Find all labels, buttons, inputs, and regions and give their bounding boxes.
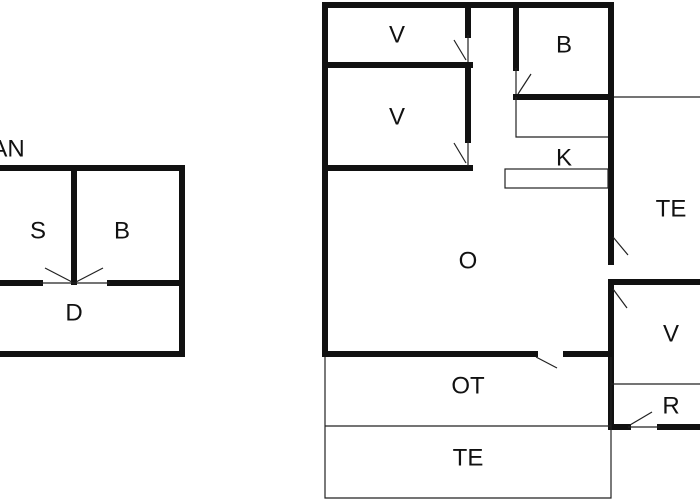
room-label-utility: R: [662, 392, 679, 419]
utility-door-swing: [629, 411, 653, 426]
annex-outer-wall: [0, 165, 185, 357]
main-building: V B V K TE O V OT R TE: [322, 2, 700, 499]
terrace-right-door-swing: [612, 236, 629, 256]
room-label-annex-b: B: [114, 217, 130, 244]
room-label-terrace-bottom: TE: [453, 444, 484, 471]
annex-building: AN S B D: [0, 135, 185, 357]
bathroom-door-swing: [517, 73, 532, 95]
room-label-living: O: [459, 247, 478, 274]
kitchen-counter-lower: [504, 168, 609, 189]
bedroom-right-door-swing: [612, 288, 628, 309]
kitchen-counter-upper: [515, 97, 608, 138]
room-label-annex-d: D: [65, 299, 82, 326]
room-label-bedroom-right: V: [663, 320, 679, 347]
room-label-bathroom: B: [556, 31, 572, 58]
bedroom-middle-door-swing: [453, 142, 467, 164]
terrace-bottom-outline: [324, 357, 612, 499]
bedroom-top-door-swing: [453, 39, 467, 61]
room-label-kitchen: K: [556, 144, 572, 171]
room-label-terrace-right: TE: [656, 195, 687, 222]
annex-side-label: AN: [0, 135, 25, 162]
room-label-bedroom-middle: V: [389, 103, 405, 130]
room-label-covered-terrace: OT: [451, 372, 485, 399]
room-label-bedroom-top: V: [389, 21, 405, 48]
annex-door-swing-s: [44, 267, 73, 283]
main-door-swing: [535, 356, 558, 369]
room-label-annex-s: S: [30, 217, 46, 244]
annex-door-swing-b: [75, 267, 104, 283]
